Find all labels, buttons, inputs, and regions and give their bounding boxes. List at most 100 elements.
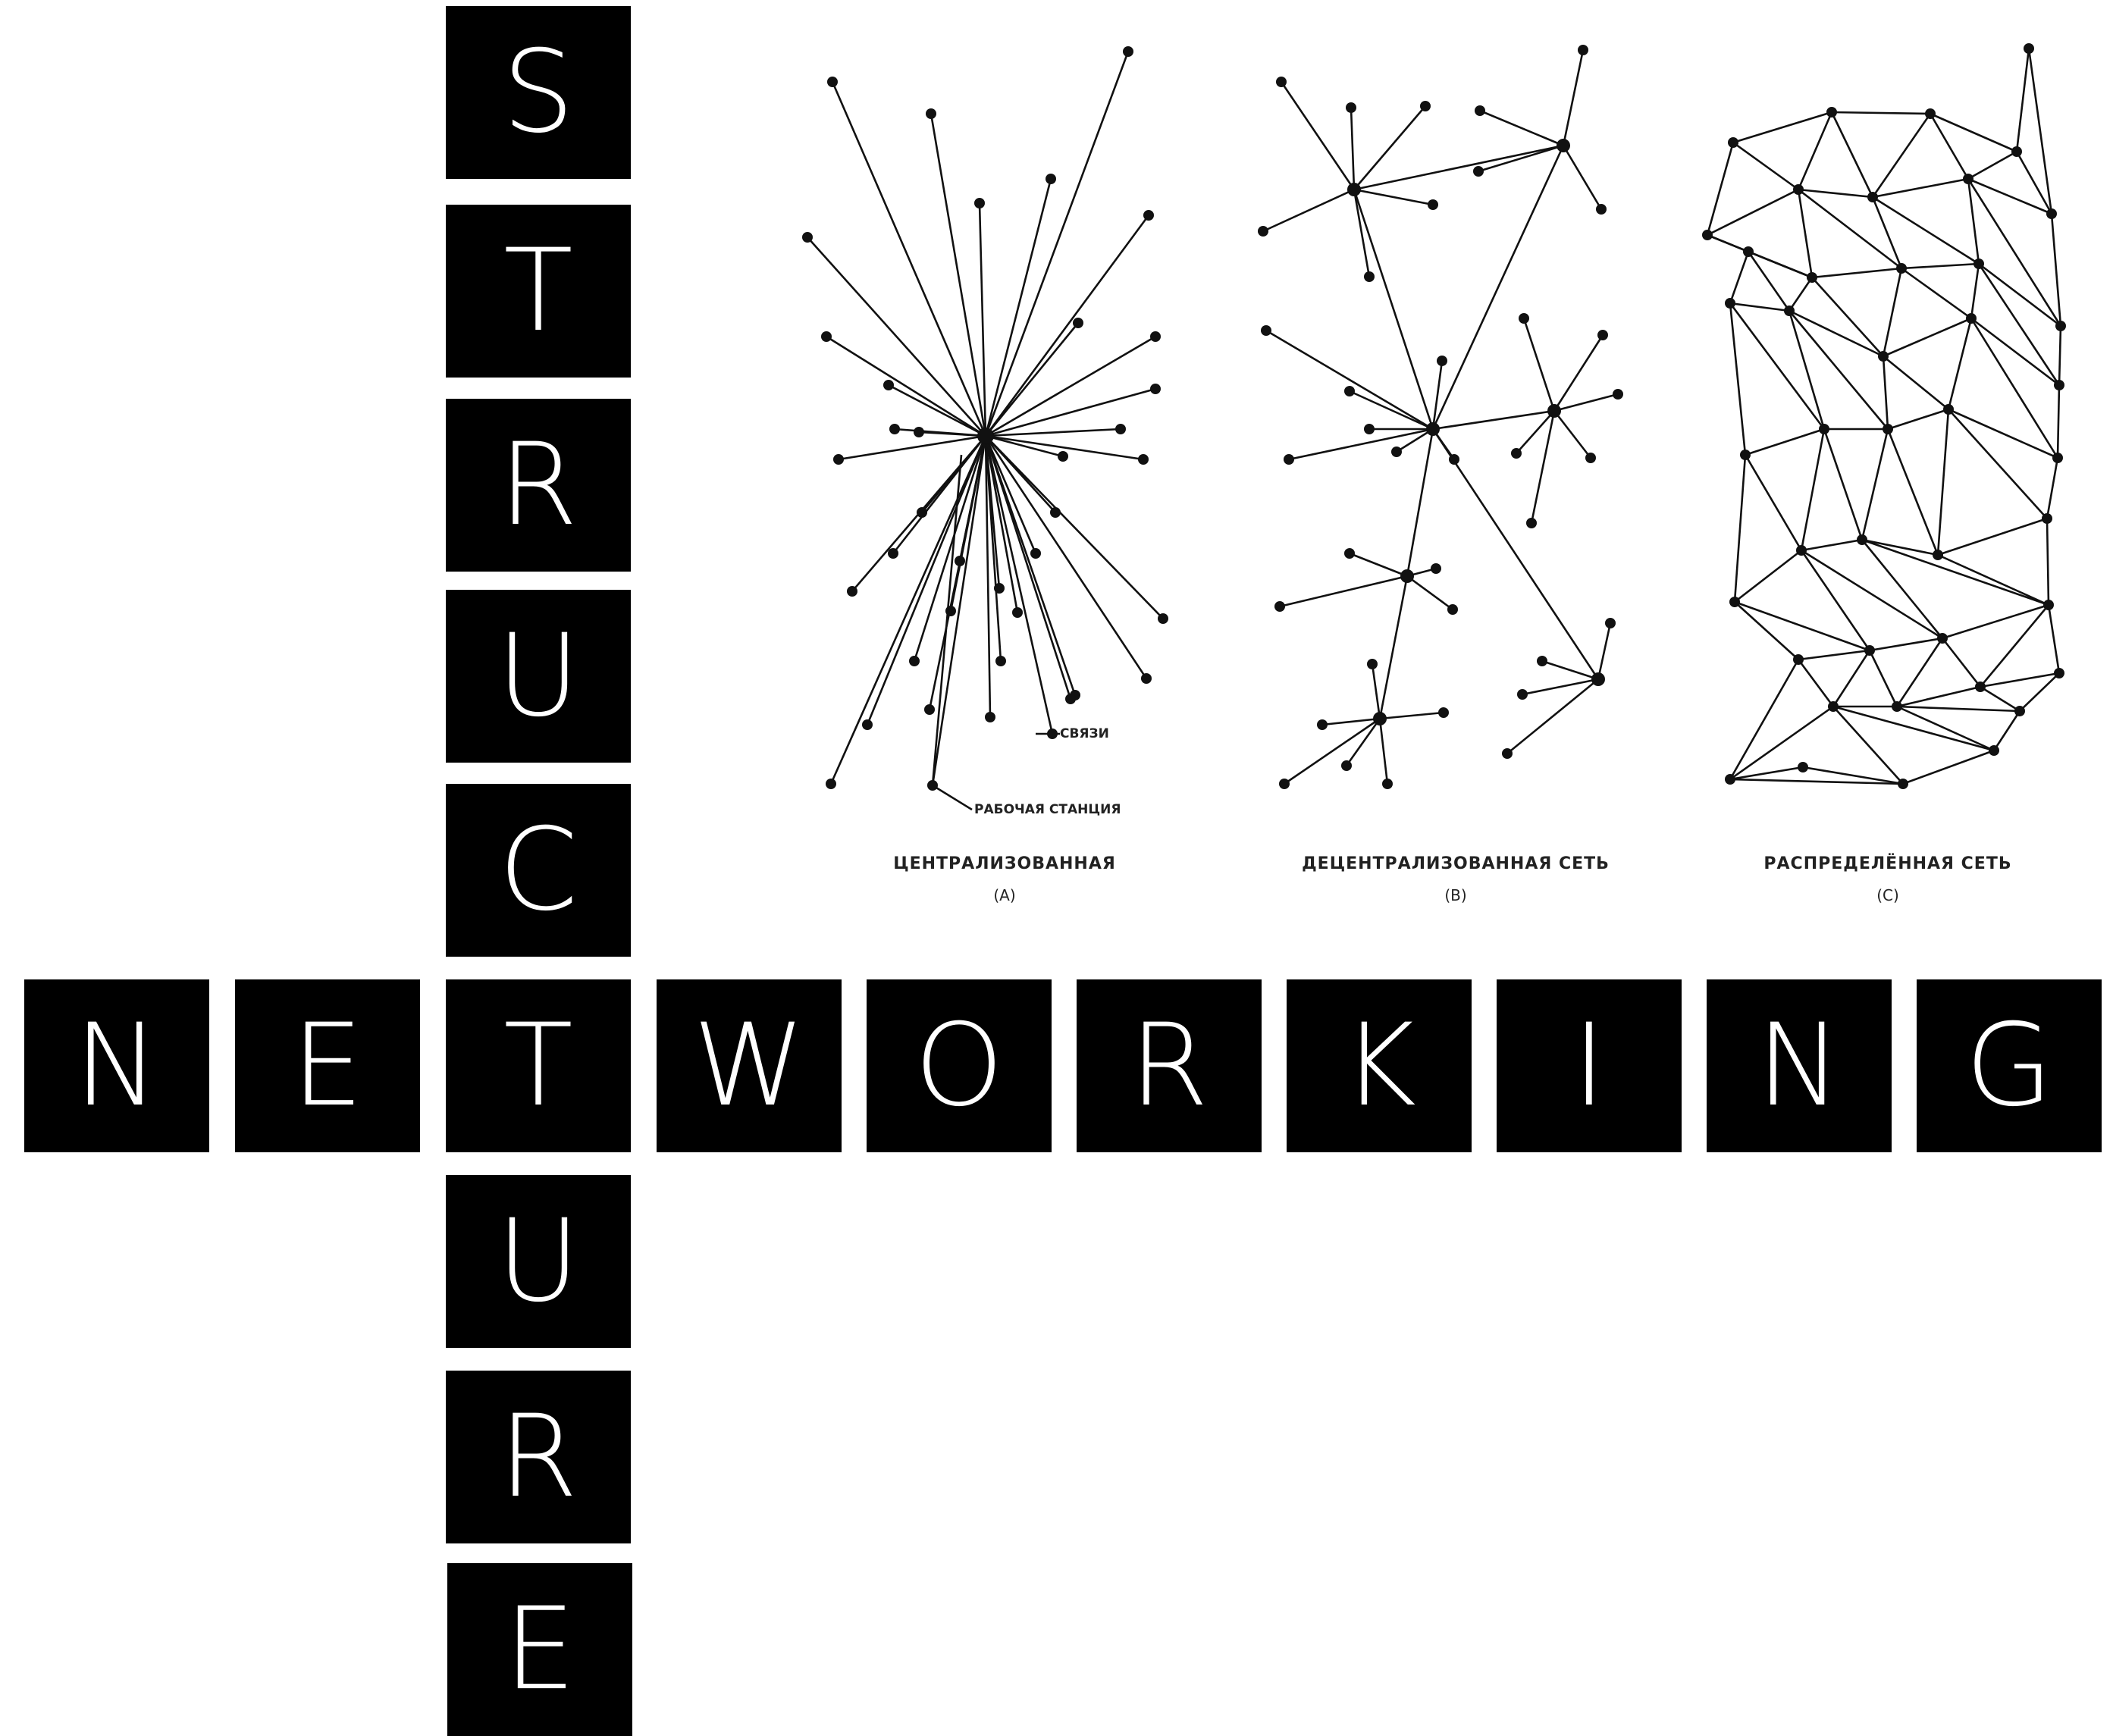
network-link [1861,428,1889,541]
network-link [1883,355,1949,411]
network-link [1887,408,1949,431]
network-node [926,108,936,119]
network-node [1943,404,1954,415]
network-node [1449,454,1459,465]
network-node [945,606,956,616]
network-link [1861,538,1939,556]
network-node [1284,454,1294,465]
network-node [1341,760,1352,771]
network-node [1431,563,1441,574]
network-link [984,435,1148,679]
network-link [1883,317,1972,358]
network-link [1797,189,1814,278]
letter-tile-t-shared: T [446,979,631,1152]
network-node [1150,331,1161,342]
network-link [826,335,986,437]
network-link [1522,318,1556,412]
network-link [1970,263,1980,319]
network-link [1562,145,1603,210]
network-link [1288,428,1434,461]
network-link [1895,638,1944,707]
network-node [955,556,965,566]
network-link [1980,685,2021,713]
network-link [1353,188,1434,206]
network-link [913,435,987,662]
network-node [1428,199,1438,210]
network-node [883,380,894,390]
letter-tile-r: R [446,399,631,572]
network-link [1832,705,1995,752]
network-node [1828,701,1839,712]
network-node [1793,654,1804,665]
network-node [1729,597,1740,607]
network-link [1871,196,1903,269]
network-link [1729,705,1834,781]
network-node [1274,601,1285,612]
network-link [1530,410,1556,524]
centralized-network-diagram [802,46,1168,811]
network-link [1788,277,1814,312]
network-node [1158,613,1168,624]
network-link [1896,705,1995,752]
network-node [2011,146,2022,157]
network-node [821,331,832,342]
network-link [1937,553,2049,606]
network-node [1826,107,1837,118]
network-link [984,435,1019,613]
network-node [1347,183,1361,196]
network-link [1980,604,2049,688]
network-link [1506,678,1599,755]
letter-tile-r-3: R [1077,979,1262,1152]
network-node [2043,600,2054,610]
network-node [1557,139,1570,152]
caption-distributed: РАСПРЕДЕЛЁННАЯ СЕТЬ [1763,854,2011,873]
network-node [927,780,938,791]
network-node [994,583,1005,594]
network-link [1516,410,1555,454]
network-link [1431,145,1565,430]
network-link [1284,717,1381,785]
network-node [1258,226,1268,237]
label-distributed: (C) [1876,886,1899,904]
network-link [1734,549,1802,603]
network-node [1050,507,1061,518]
network-node [1898,779,1908,789]
network-link [1406,428,1434,577]
network-node [2046,208,2057,219]
network-link [1522,678,1599,696]
network-link [1942,603,2049,640]
network-link [1350,107,1356,190]
network-link [1801,549,1943,640]
network-link [984,435,1072,700]
network-link [1797,111,1833,190]
network-node [1400,569,1414,583]
network-link [1967,150,2017,180]
network-link [1378,575,1409,719]
network-link [1800,428,1826,551]
network-link [985,428,1121,437]
network-link [1832,650,1871,707]
network-node [1511,448,1522,459]
network-link [2058,325,2062,386]
network-node [1373,712,1387,725]
network-link [1553,334,1604,412]
workstation-callout: РАБОЧАЯ СТАНЦИЯ [974,802,1121,817]
network-link [1479,109,1564,147]
network-link [1745,428,1825,456]
network-link [1798,649,1870,661]
network-node [1030,548,1041,559]
network-node [1547,404,1561,418]
network-node [1438,707,1449,718]
network-node [888,548,898,559]
network-node [1596,204,1607,215]
network-link [985,335,1156,437]
network-link [1811,267,1902,279]
network-link [1901,267,1972,320]
network-link [1800,550,1871,651]
network-node [1364,271,1375,282]
network-link [931,435,987,786]
network-link [2027,48,2053,215]
network-node [1047,729,1058,739]
network-node [827,77,838,87]
network-link [1541,660,1599,681]
